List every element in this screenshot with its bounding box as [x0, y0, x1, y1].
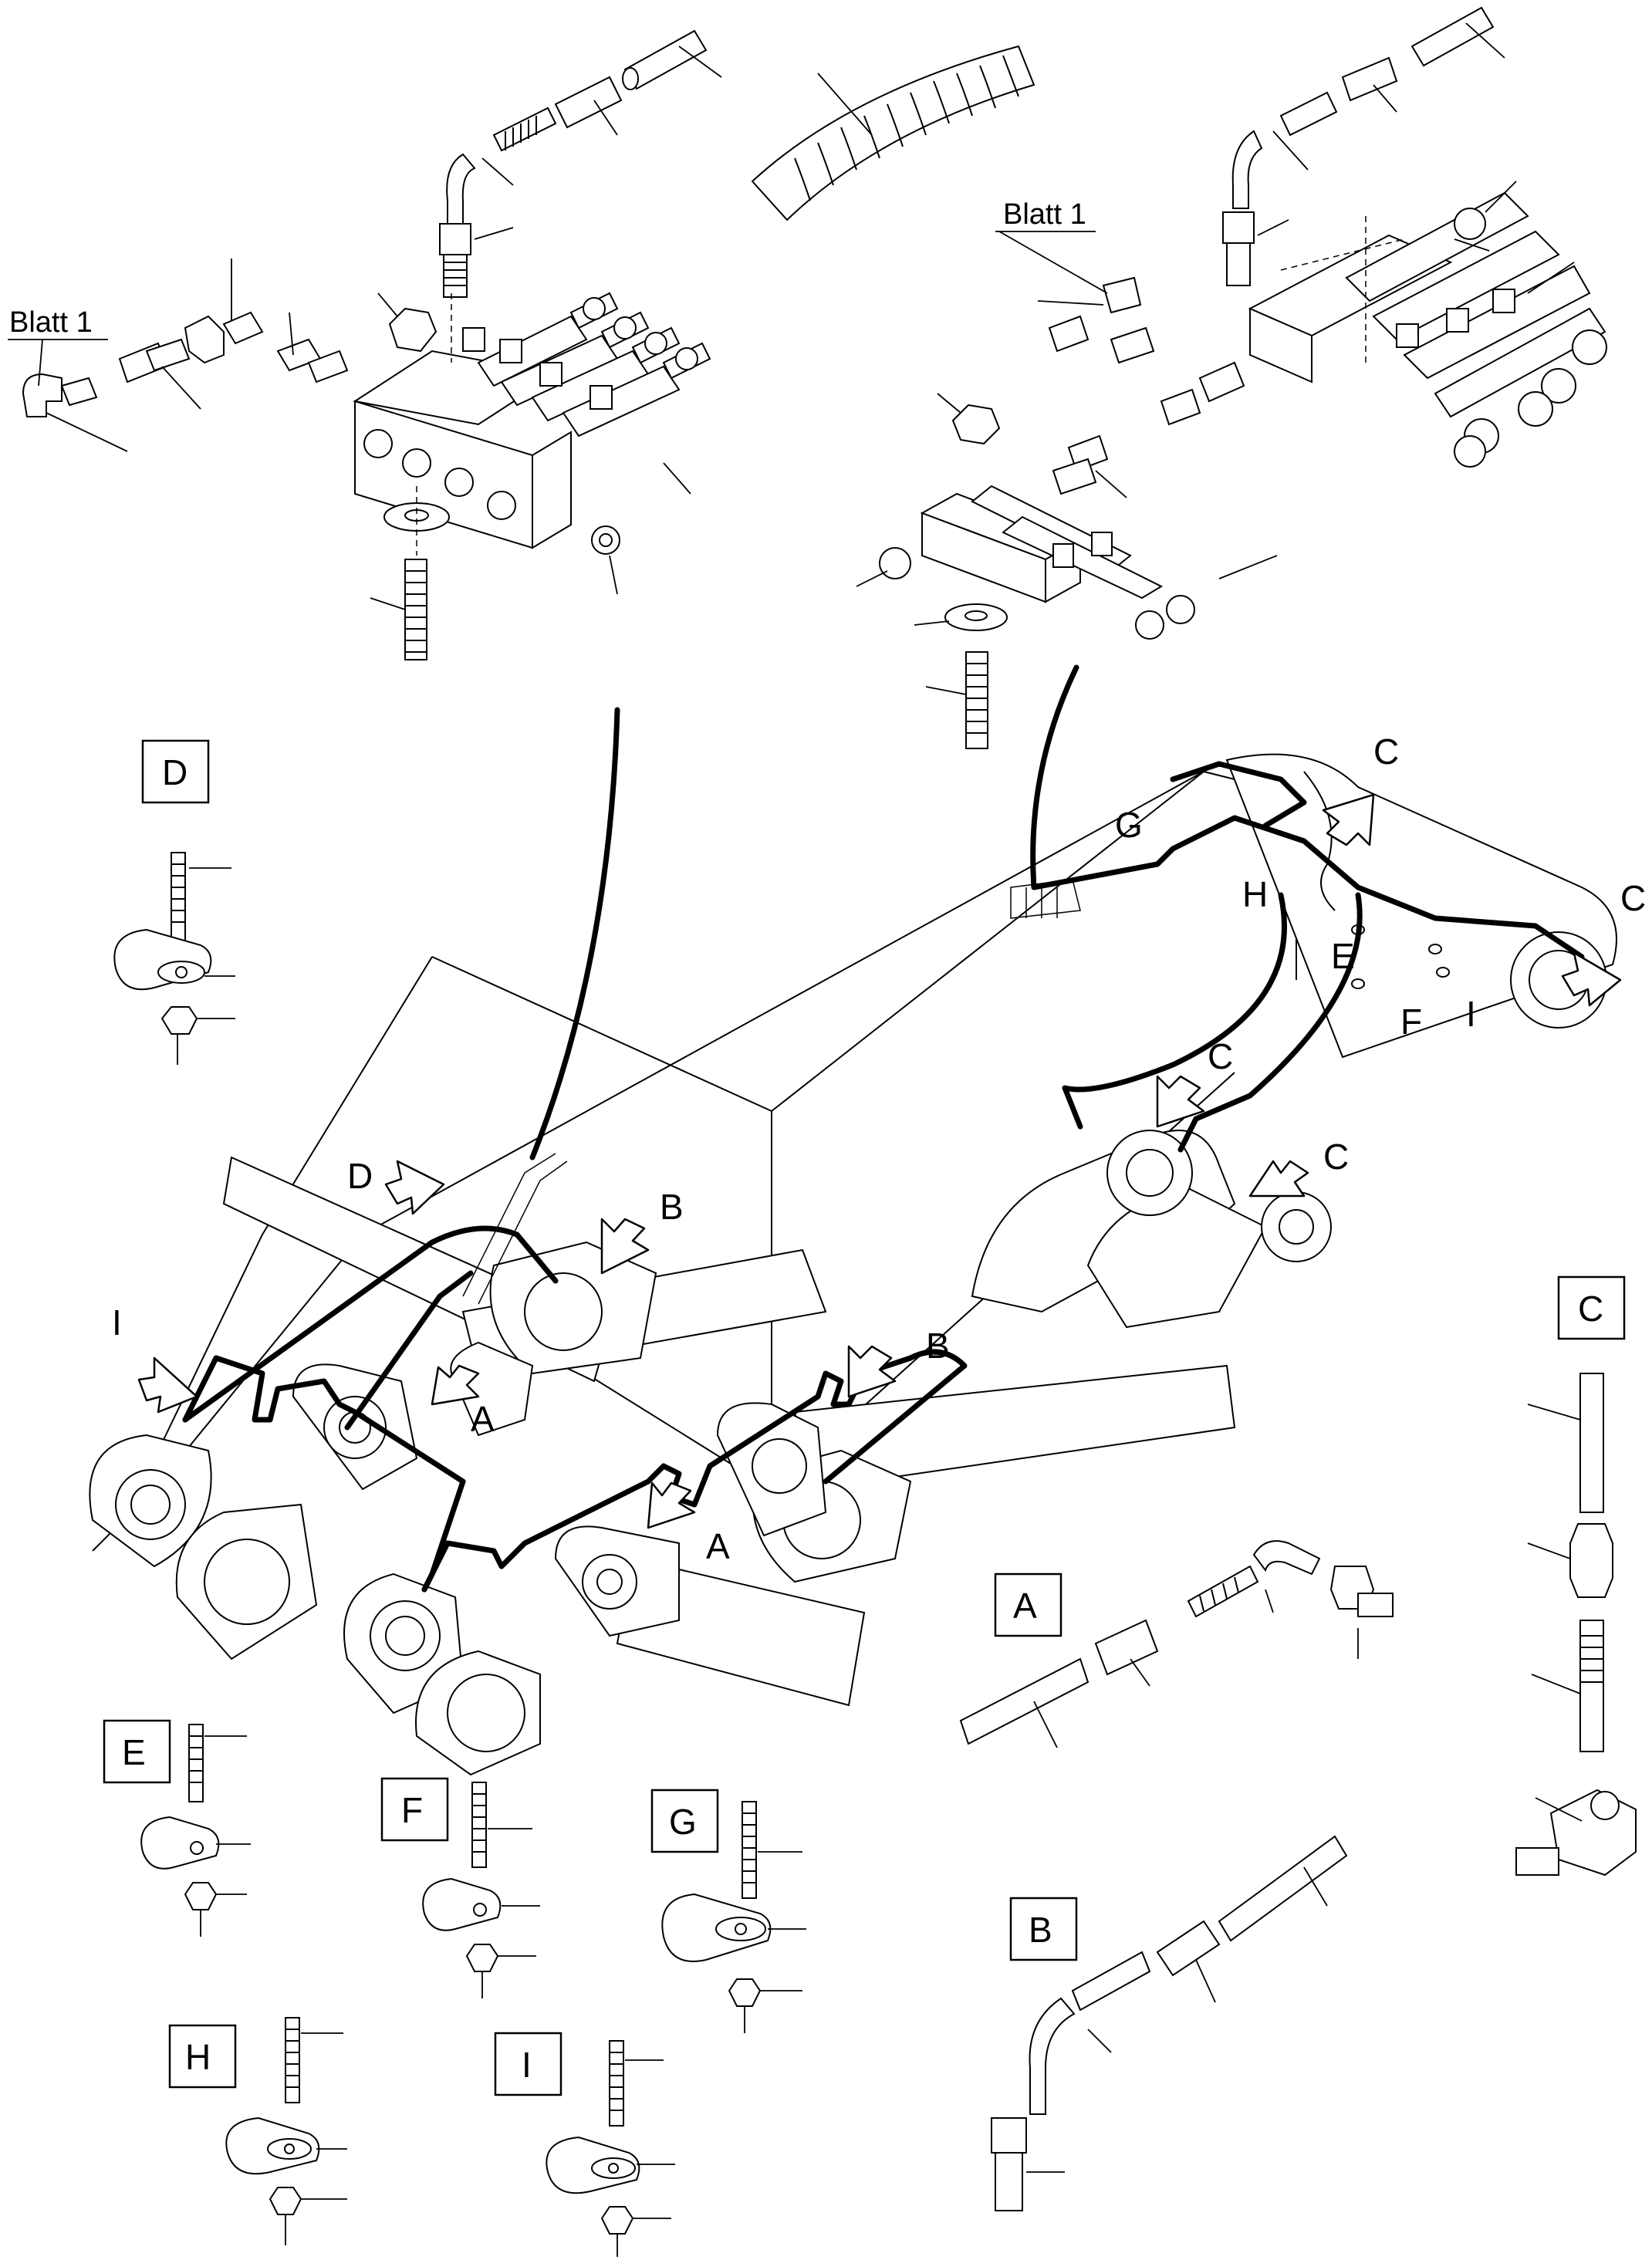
callout-d: D	[347, 1156, 373, 1196]
callout-a1: A	[471, 1399, 495, 1439]
boom-arm-body	[89, 753, 1617, 1776]
detail-e-label: E	[122, 1732, 146, 1772]
detail-d-clamp: D	[113, 739, 235, 1065]
callout-arrows	[137, 793, 1622, 1529]
callout-f: F	[1400, 1002, 1422, 1042]
detail-h-clamp: H	[168, 2017, 347, 2245]
detail-f-clamp: F	[380, 1777, 540, 1998]
callout-g: G	[1115, 805, 1143, 845]
detail-e-clamp: E	[103, 1719, 251, 1937]
detail-c-fitting: C	[1515, 1275, 1637, 1877]
top-left-distributor-assembly: Blatt 1	[8, 29, 722, 660]
callout-letters: C C C C G H E F I D B B A A I	[112, 731, 1646, 1566]
callout-c4: C	[1323, 1137, 1349, 1177]
detail-a-label: A	[1013, 1586, 1037, 1626]
detail-b-label: B	[1029, 1910, 1052, 1950]
top-left-sheet-note: Blatt 1	[9, 306, 93, 339]
detail-b-hose-fitting: B	[991, 1835, 1348, 2211]
callout-c2: C	[1620, 878, 1646, 918]
callout-i-right: I	[1466, 994, 1476, 1034]
top-right-distributor-assembly: Blatt 1	[856, 6, 1607, 749]
detail-c-label: C	[1578, 1289, 1603, 1329]
top-right-sheet-note: Blatt 1	[1003, 198, 1086, 231]
right-connector-curve	[1030, 664, 1079, 890]
detail-a-hose-fitting: A	[959, 1540, 1394, 1748]
detail-d-label: D	[162, 752, 187, 792]
callout-i-left: I	[112, 1302, 122, 1343]
lug-plates	[89, 1341, 827, 1776]
callout-b1: B	[660, 1187, 684, 1227]
spiral-hose-protector	[751, 45, 1035, 221]
callout-b2: B	[926, 1326, 950, 1366]
detail-i-clamp: I	[494, 2032, 675, 2257]
detail-g-label: G	[669, 1802, 697, 1842]
callout-e: E	[1331, 936, 1355, 976]
detail-i-label: I	[522, 2045, 532, 2085]
detail-g-clamp: G	[650, 1789, 806, 2033]
callout-c1: C	[1373, 731, 1399, 772]
detail-f-label: F	[401, 1790, 423, 1830]
left-connector-curve	[529, 707, 620, 1160]
callout-c3: C	[1208, 1036, 1233, 1076]
callout-a2: A	[706, 1526, 730, 1566]
detail-h-label: H	[185, 2037, 211, 2077]
callout-h: H	[1242, 874, 1268, 914]
